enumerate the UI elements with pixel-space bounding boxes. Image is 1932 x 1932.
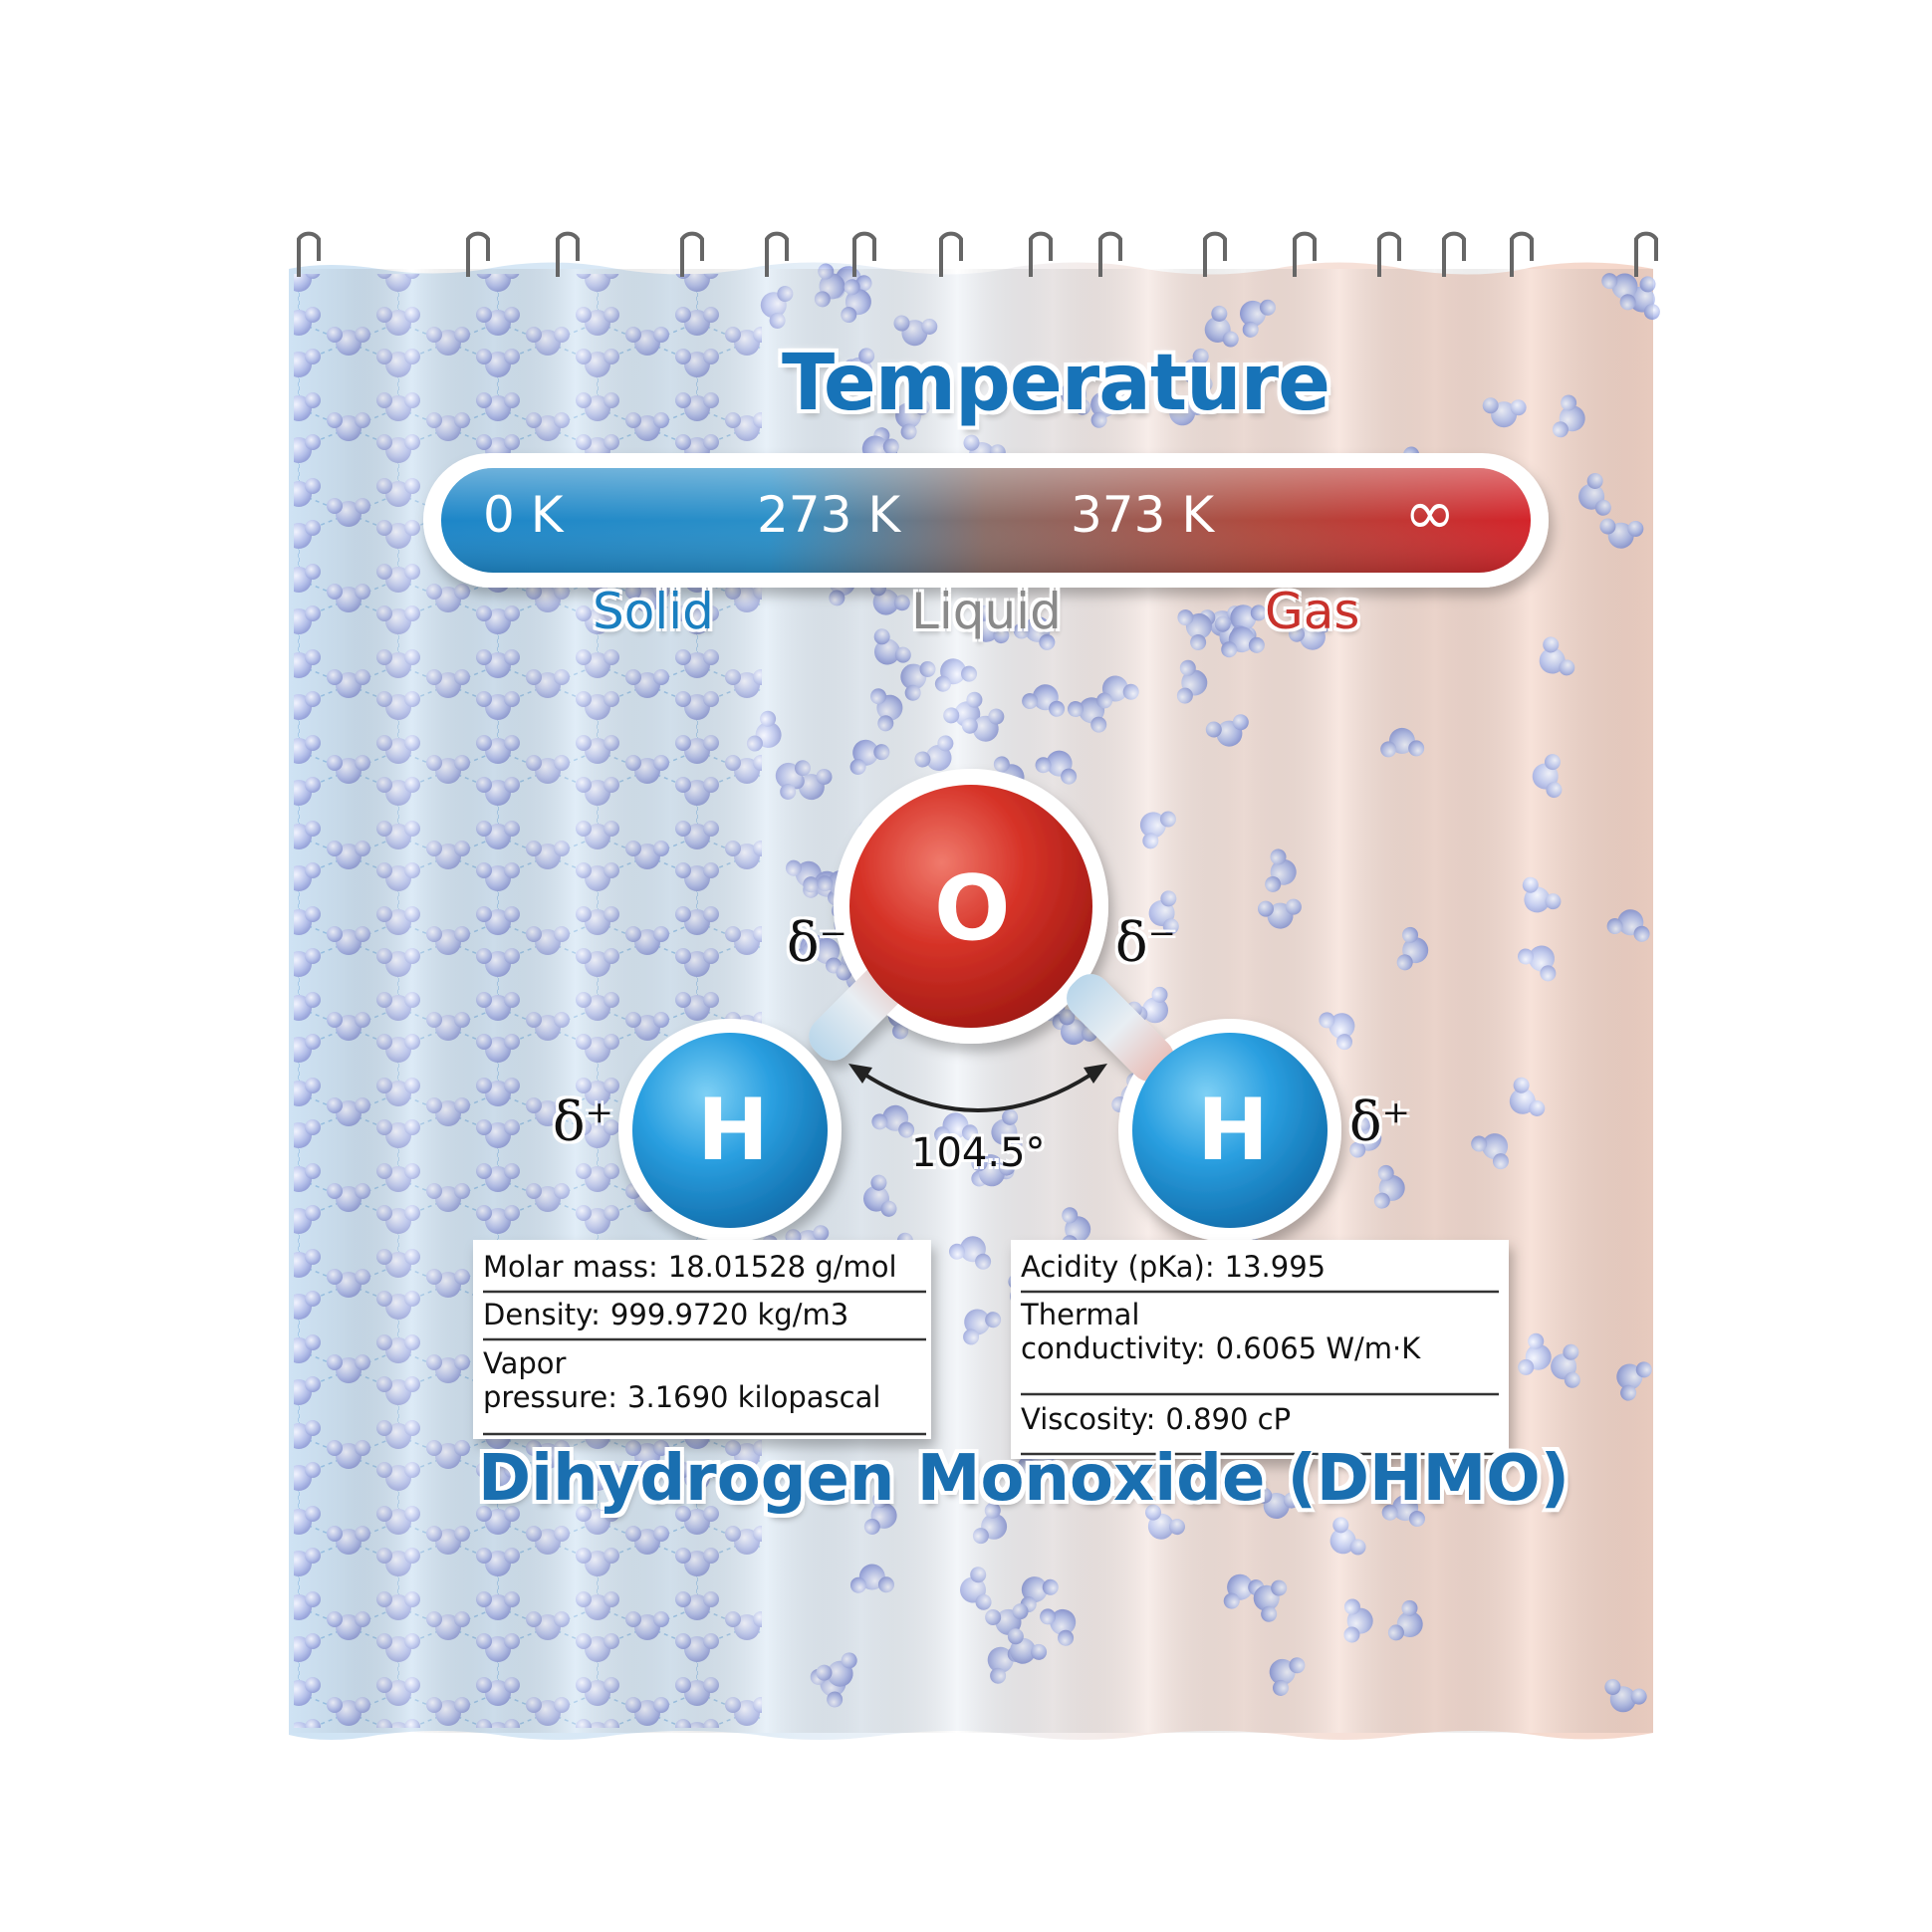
property-value: 18.01528 g/mol — [667, 1250, 897, 1284]
curtain-ring — [1377, 231, 1401, 277]
property-value: 13.995 — [1224, 1250, 1327, 1284]
phase-solid: Solid — [593, 583, 714, 640]
curtain-rings — [297, 231, 1658, 277]
property-label: Viscosity: — [1021, 1402, 1156, 1436]
property-viscosity: Viscosity: 0.890 cP — [1021, 1402, 1291, 1436]
charge-oxygen-left: δ⁻ — [787, 911, 848, 974]
scale-label-373k: 373 K — [1071, 486, 1215, 544]
property-label: Thermal — [1021, 1298, 1140, 1331]
hydrogen-label-left: H — [697, 1081, 769, 1180]
property-value: 0.890 cP — [1165, 1402, 1292, 1436]
curtain-ring — [765, 231, 789, 277]
bond-angle-arc — [852, 1066, 1103, 1112]
curtain-ring — [1293, 231, 1317, 277]
property-value: 0.6065 W/m·K — [1215, 1331, 1421, 1365]
property-label: Acidity (pKa): — [1021, 1250, 1215, 1284]
oxygen-atom — [849, 785, 1092, 1028]
property-value: 999.9720 kg/m3 — [609, 1298, 849, 1331]
property-label: Density: — [483, 1298, 601, 1331]
curtain-ring — [556, 231, 580, 277]
hydrogen-atom-right — [1132, 1033, 1328, 1228]
scale-label-0k: 0 K — [483, 486, 564, 544]
scale-label-273k: 273 K — [757, 486, 901, 544]
curtain-ring — [852, 231, 876, 277]
curtain-ring — [1442, 231, 1466, 277]
property-density: Density:999.9720 kg/m3 — [483, 1298, 848, 1331]
property-label: Molar mass: — [483, 1250, 658, 1284]
property-value: 3.1690 kilopascal — [627, 1380, 881, 1414]
property-acidity: Acidity (pKa): 13.995 — [1021, 1250, 1326, 1284]
property-thermal-conductivity: Thermal conductivity: 0.6065 W/m·K — [1021, 1298, 1420, 1365]
curtain-ring — [1634, 231, 1658, 277]
curtain-ring — [297, 231, 321, 277]
property-label: pressure: — [483, 1380, 618, 1414]
property-label: Vapor — [483, 1346, 567, 1380]
charge-oxygen-right: δ⁻ — [1115, 911, 1177, 974]
phase-liquid: Liquid — [911, 583, 1062, 640]
curtain-ring — [1203, 231, 1227, 277]
molecule — [618, 769, 1341, 1242]
property-vapor-pressure: Vapor pressure: 3.1690 kilopascal — [483, 1346, 880, 1414]
curtain-ring — [1510, 231, 1534, 277]
property-label: conductivity: — [1021, 1331, 1206, 1365]
compound-name: Dihydrogen Monoxide (DHMO) — [478, 1442, 1570, 1516]
charge-hydrogen-right: δ⁺ — [1349, 1090, 1411, 1153]
curtain-ring — [680, 231, 704, 277]
curtain-ring — [466, 231, 490, 277]
curtain-ring — [1098, 231, 1122, 277]
bond-right — [1067, 974, 1174, 1083]
curtain-ring — [939, 231, 963, 277]
hydrogen-label-right: H — [1197, 1081, 1269, 1180]
oxygen-label: O — [934, 856, 1011, 961]
scale-label-infinity: ∞ — [1404, 476, 1456, 549]
curtain-ring — [1029, 231, 1053, 277]
property-molar-mass: Molar mass: 18.01528 g/mol — [483, 1250, 897, 1284]
temperature-title: Temperature — [782, 339, 1330, 428]
phase-gas: Gas — [1265, 583, 1360, 640]
properties-panels — [473, 1240, 1509, 1459]
hydrogen-atom-left — [632, 1033, 828, 1228]
bond-angle-label: 104.5° — [911, 1130, 1046, 1176]
charge-hydrogen-left: δ⁺ — [553, 1090, 614, 1153]
